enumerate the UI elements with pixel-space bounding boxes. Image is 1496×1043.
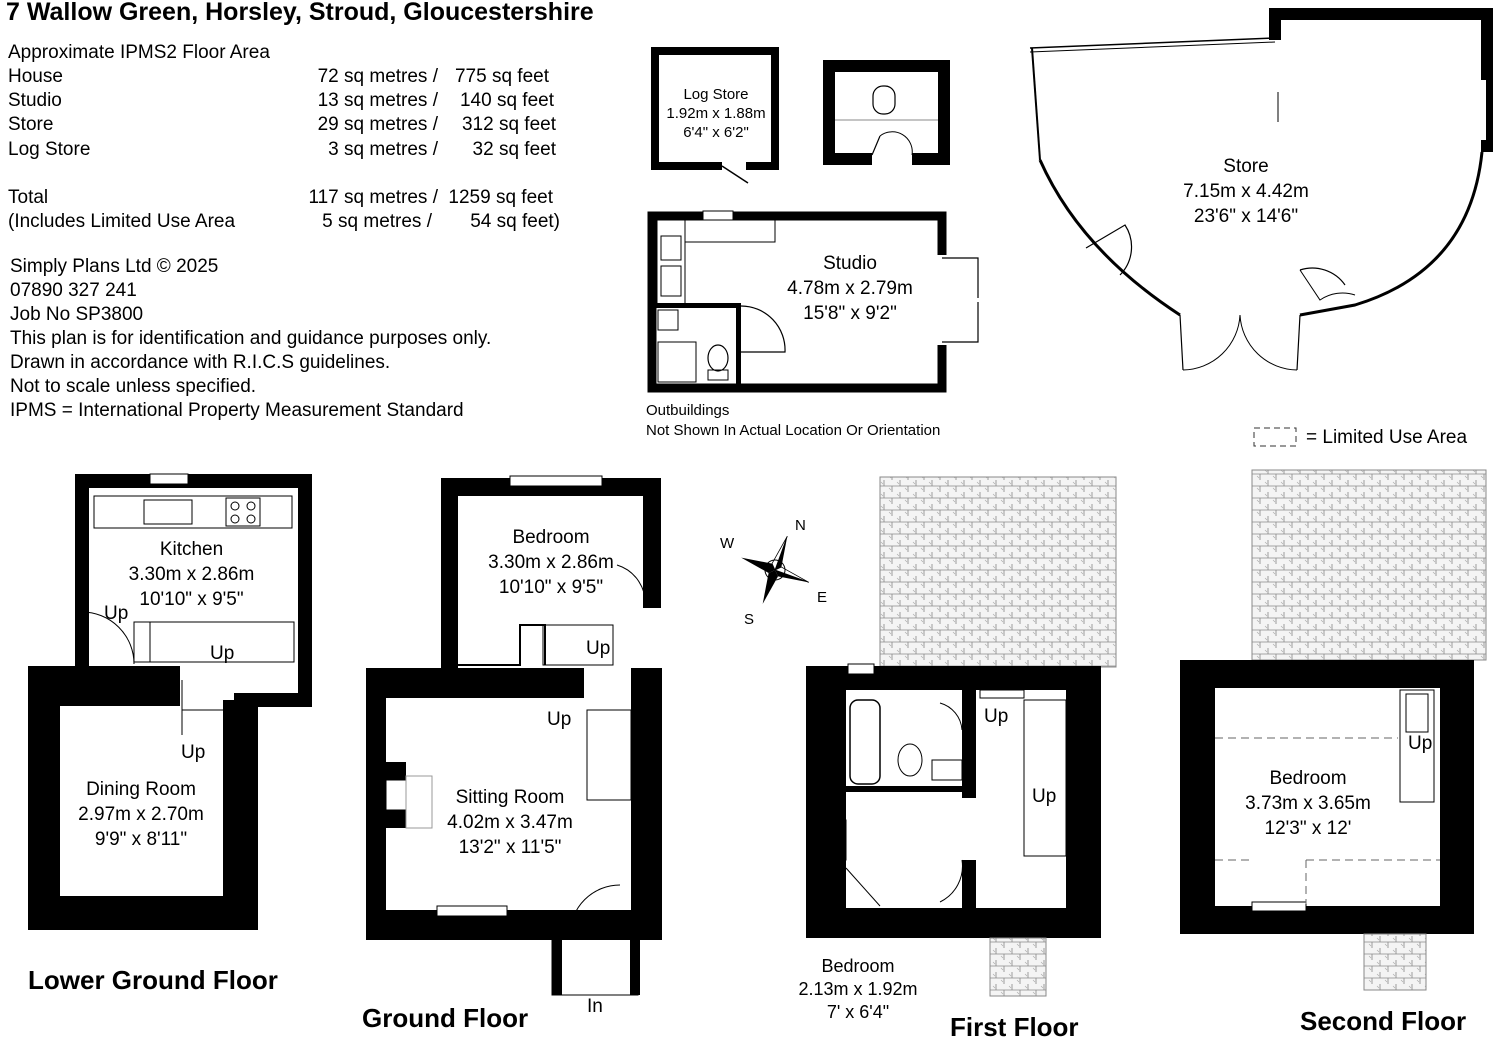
room-name: Kitchen <box>159 539 224 560</box>
area-limited-metres: 5 sq metres / <box>322 211 432 232</box>
room-label-store: Store 7.15m x 4.42m 23'6" x 14'6" <box>1156 154 1336 229</box>
room-imperial: 6'4" x 6'2" <box>683 124 749 141</box>
log-store-plan <box>651 47 779 184</box>
room-imperial: 10'10" x 9'5" <box>498 577 604 598</box>
room-imperial: 15'8" x 9'2" <box>803 303 897 324</box>
outbuildings-note: Outbuildings <box>646 402 730 419</box>
credit-line: Not to scale unless specified. <box>10 376 257 397</box>
room-label-gf-bedroom: Bedroom 3.30m x 2.86m 10'10" x 9'5" <box>458 525 644 600</box>
room-imperial: 23'6" x 14'6" <box>1193 206 1299 227</box>
room-label-ff-bedroom: Bedroom 2.13m x 1.92m 7' x 6'4" <box>768 955 948 1024</box>
room-label-sitting: Sitting Room 4.02m x 3.47m 13'2" x 11'5" <box>420 785 600 860</box>
room-metric: 4.02m x 3.47m <box>447 812 573 833</box>
area-row-feet: 775 sq feet <box>454 66 549 87</box>
floor-label-first: First Floor <box>950 1012 1079 1042</box>
room-metric: 1.92m x 1.88m <box>666 105 766 122</box>
floor-label-lower-ground: Lower Ground Floor <box>28 965 278 995</box>
compass-e: E <box>817 589 828 606</box>
room-metric: 2.13m x 1.92m <box>798 979 918 999</box>
room-label-studio: Studio 4.78m x 2.79m 15'8" x 9'2" <box>760 251 940 326</box>
stair-up-label: Up <box>586 638 611 659</box>
area-row-metres: 72 sq metres / <box>317 66 438 87</box>
floor-label-ground: Ground Floor <box>362 1003 529 1033</box>
room-imperial: 9'9" x 8'11" <box>94 829 188 850</box>
room-name: Sitting Room <box>455 787 565 808</box>
room-label-log-store: Log Store 1.92m x 1.88m 6'4" x 6'2" <box>655 85 777 142</box>
credit-line: This plan is for identification and guid… <box>10 328 492 349</box>
wc-outbuilding-plan <box>823 60 950 166</box>
room-name: Bedroom <box>512 527 590 548</box>
credit-line: Job No SP3800 <box>10 304 144 325</box>
credit-line: Simply Plans Ltd © 2025 <box>10 256 219 277</box>
second-floor-plan <box>1180 469 1487 991</box>
credit-line: IPMS = International Property Measuremen… <box>10 400 464 421</box>
page-title: 7 Wallow Green, Horsley, Stroud, Glouces… <box>6 0 594 26</box>
first-floor-plan <box>806 476 1117 997</box>
studio-plan <box>647 210 979 393</box>
room-label-dining: Dining Room 2.97m x 2.70m 9'9" x 8'11" <box>56 777 226 852</box>
room-metric: 3.30m x 2.86m <box>128 564 255 585</box>
room-name: Log Store <box>683 86 749 103</box>
stair-up-label: Up <box>210 643 235 664</box>
compass-rose-icon <box>741 535 810 604</box>
area-row-metres: 13 sq metres / <box>317 90 438 111</box>
floor-label-second: Second Floor <box>1300 1006 1467 1036</box>
room-name: Dining Room <box>86 779 196 800</box>
outbuildings-note: Not Shown In Actual Location Or Orientat… <box>646 422 941 439</box>
room-label-kitchen: Kitchen 3.30m x 2.86m 10'10" x 9'5" <box>100 537 283 612</box>
stair-up-label: Up <box>104 603 129 624</box>
entrance-in-label: In <box>587 996 603 1017</box>
room-label-sf-bedroom: Bedroom 3.73m x 3.65m 12'3" x 12' <box>1218 766 1398 841</box>
room-metric: 2.97m x 2.70m <box>78 804 204 825</box>
area-total-metres: 117 sq metres / <box>308 187 438 208</box>
room-name: Bedroom <box>821 956 895 976</box>
credit-line: 07890 327 241 <box>10 280 137 301</box>
legend-limited-use: = Limited Use Area <box>1306 427 1468 448</box>
area-row-metres: 3 sq metres / <box>328 139 438 160</box>
room-imperial: 7' x 6'4" <box>826 1002 890 1022</box>
room-metric: 3.30m x 2.86m <box>488 552 614 573</box>
room-metric: 4.78m x 2.79m <box>787 278 913 299</box>
area-row-feet: 140 sq feet <box>459 90 554 111</box>
area-limited-feet: 54 sq feet) <box>470 211 560 232</box>
stair-up-label: Up <box>1408 733 1433 754</box>
room-metric: 3.73m x 3.65m <box>1245 793 1371 814</box>
limited-use-swatch <box>1253 427 1297 447</box>
area-row-label: Store <box>8 114 54 135</box>
area-limited-label: (Includes Limited Use Area <box>8 211 236 232</box>
compass-n: N <box>795 517 806 534</box>
area-row-label: Studio <box>8 90 62 111</box>
stair-up-label: Up <box>984 706 1009 727</box>
area-row-feet: 312 sq feet <box>461 114 556 135</box>
ground-floor-plan <box>366 475 662 996</box>
room-imperial: 13'2" x 11'5" <box>458 837 562 858</box>
room-imperial: 12'3" x 12' <box>1264 818 1352 839</box>
store-plan <box>1029 8 1493 371</box>
stair-up-label: Up <box>547 709 572 730</box>
area-row-feet: 32 sq feet <box>472 139 556 160</box>
room-metric: 7.15m x 4.42m <box>1183 181 1309 202</box>
room-name: Bedroom <box>1269 768 1347 789</box>
stair-up-label: Up <box>1032 786 1057 807</box>
area-row-label: House <box>8 66 63 87</box>
lower-ground-floor-plan <box>28 473 312 930</box>
room-name: Studio <box>823 253 877 274</box>
area-row-metres: 29 sq metres / <box>317 114 438 135</box>
credit-line: Drawn in accordance with R.I.C.S guideli… <box>10 352 391 373</box>
area-total-feet: 1259 sq feet <box>448 187 553 208</box>
area-heading: Approximate IPMS2 Floor Area <box>8 42 270 63</box>
room-name: Store <box>1223 156 1269 177</box>
room-imperial: 10'10" x 9'5" <box>139 589 244 610</box>
compass-s: S <box>744 611 755 628</box>
compass-w: W <box>720 535 735 552</box>
area-row-label: Log Store <box>8 139 91 160</box>
area-total-label: Total <box>8 187 49 208</box>
stair-up-label: Up <box>181 742 206 763</box>
